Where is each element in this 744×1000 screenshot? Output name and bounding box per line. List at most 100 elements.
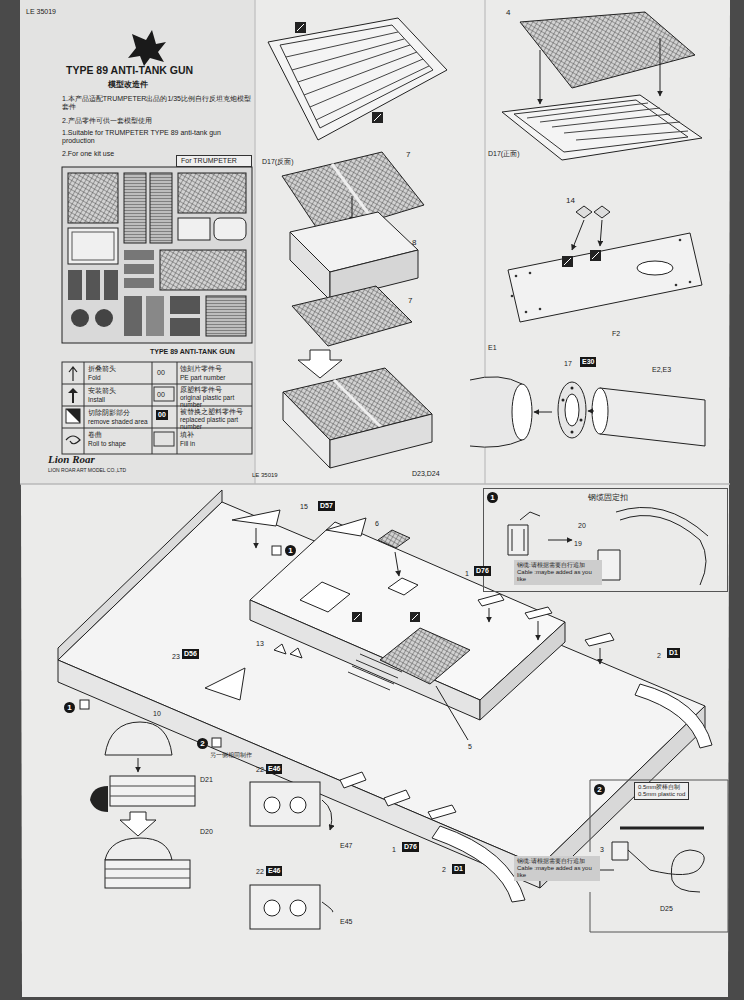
callout-number: 1 [392, 846, 396, 854]
node-text: 1 [64, 702, 75, 713]
part-label: D17(反面) [262, 158, 294, 166]
part-label: 切除阴影部分 [88, 409, 130, 416]
node-text: Cable :maybe added as you like [517, 569, 599, 583]
note: 2.For one kit use [62, 150, 114, 158]
node-text: D76 [404, 843, 417, 851]
part-number-box: D57 [318, 501, 335, 511]
part-label: E47 [340, 842, 352, 850]
callout-number: 8 [412, 238, 416, 247]
part-label: 蚀刻片零件号 [180, 365, 222, 372]
callout-number: 7 [406, 150, 410, 159]
part-label: 原塑料零件号 [180, 386, 222, 393]
node-text: E46 [268, 867, 280, 875]
part-label: F2 [612, 330, 620, 338]
note: 2.产品零件可供一套模型使用 [62, 117, 152, 125]
node-text: 2 [594, 784, 605, 795]
part-number-box: E46 [266, 866, 282, 876]
part-label: 填补 [180, 431, 194, 438]
title: TYPE 89 ANTI-TANK GUN [66, 64, 193, 76]
part-label: D17(正面) [488, 150, 520, 158]
document-code: LE 35019 [26, 8, 56, 16]
part-number-box: D76 [474, 566, 491, 576]
part-label: LION ROAR ART MODEL CO.,LTD [48, 468, 126, 474]
callout-number: 22 [256, 766, 264, 774]
part-number-box: D76 [402, 842, 419, 852]
node-text: 1 [285, 545, 296, 556]
part-number-box: D1 [667, 648, 680, 658]
note-box: 钢缆:请根据需要自行追加Cable :maybe added as you li… [514, 856, 600, 881]
part-number-box: E30 [580, 357, 596, 367]
callout-number: 2 [442, 866, 446, 874]
node-text: 2 [197, 738, 208, 749]
callout-number: 14 [566, 196, 575, 205]
node-text: 00 [158, 411, 166, 419]
step-circle: 2 [197, 738, 208, 749]
legend-text: Install [88, 396, 105, 403]
step-circle: 1 [285, 545, 296, 556]
part-label: LE 35019 [252, 472, 278, 479]
legend-text: remove shaded area [88, 418, 150, 425]
legend-text: replaced plastic part number [180, 416, 250, 431]
node-text: D57 [320, 502, 333, 510]
callout-number: 13 [256, 640, 264, 648]
callout-number: 15 [300, 503, 308, 511]
part-label: E2,E3 [652, 366, 671, 374]
callout-number: 00 [157, 391, 165, 399]
legend-text: PE part number [180, 374, 226, 381]
part-number-box: D1 [452, 864, 465, 874]
note: 1.本产品适配TRUMPETER出品的1/35比例自行反坦克炮模型套件 [62, 95, 252, 111]
node-text: 0.5mm胶棒自制 [638, 784, 685, 791]
node-text: 钢缆固定扣 [588, 493, 727, 502]
callout-number: 6 [375, 520, 379, 528]
part-label: 安装箭头 [88, 387, 116, 394]
legend-text: Fill in [180, 440, 195, 447]
part-number-box: D56 [182, 649, 199, 659]
node-text: D56 [184, 650, 197, 658]
node-text: For TRUMPETER [181, 157, 247, 165]
callout-number: 5 [468, 743, 472, 751]
fret-caption: TYPE 89 ANTI-TANK GUN [150, 348, 235, 356]
callout-number: 19 [574, 540, 582, 548]
step-circle: 1 [64, 702, 75, 713]
part-label: D20 [200, 828, 213, 836]
callout-number: 20 [578, 522, 586, 530]
legend-text: Fold [88, 374, 101, 381]
node-text: D76 [476, 567, 489, 575]
node-text: D1 [454, 865, 463, 873]
callout-number: 4 [506, 8, 510, 17]
subtitle: 模型改造件 [108, 80, 148, 89]
inset-panel: 钢缆固定扣 1 钢缆:请根据需要自行追加Cable :maybe added as … [483, 488, 728, 592]
callout-number: 10 [153, 710, 161, 718]
note-box: 0.5mm胶棒自制0.5mm plastic rod [634, 782, 689, 800]
callout-number: 00 [157, 369, 165, 377]
node-text: Cable :maybe added as you like [517, 865, 597, 879]
step-circle: 2 [594, 784, 605, 795]
part-label: E1 [488, 344, 497, 352]
callout-number: 22 [256, 868, 264, 876]
note-box: 钢缆:请根据需要自行追加Cable :maybe added as you li… [514, 560, 602, 585]
part-label: D21 [200, 776, 213, 784]
part-number-box: 00 [156, 410, 168, 420]
part-label: Lion Roar [48, 453, 95, 466]
node-text: D1 [669, 649, 678, 657]
node-text: E30 [582, 358, 594, 366]
part-label: E45 [340, 918, 352, 926]
kit-tab: For TRUMPETER [176, 155, 252, 167]
part-label: D25 [660, 905, 673, 913]
callout-number: 1 [465, 570, 469, 578]
legend-text: original plastic part number [180, 394, 250, 409]
callout-number: 2 [657, 652, 661, 660]
step-circle: 1 [487, 492, 498, 503]
legend-text: Roll to shape [88, 440, 126, 447]
note: 1.Suitable for TRUMPETER TYPE 89 anti-ta… [62, 129, 252, 145]
callout-number: 17 [564, 360, 572, 368]
part-label: 被替换之塑料零件号 [180, 408, 243, 415]
callout-number: 23 [172, 653, 180, 661]
node-text: 钢缆:请根据需要自行追加 [517, 858, 597, 865]
part-number-box: E46 [266, 764, 282, 774]
node-text: E46 [268, 765, 280, 773]
callout-number: 3 [600, 846, 604, 854]
part-label: D23,D24 [412, 470, 440, 478]
callout-number: 7 [408, 296, 412, 305]
part-label: 卷曲 [88, 431, 102, 438]
